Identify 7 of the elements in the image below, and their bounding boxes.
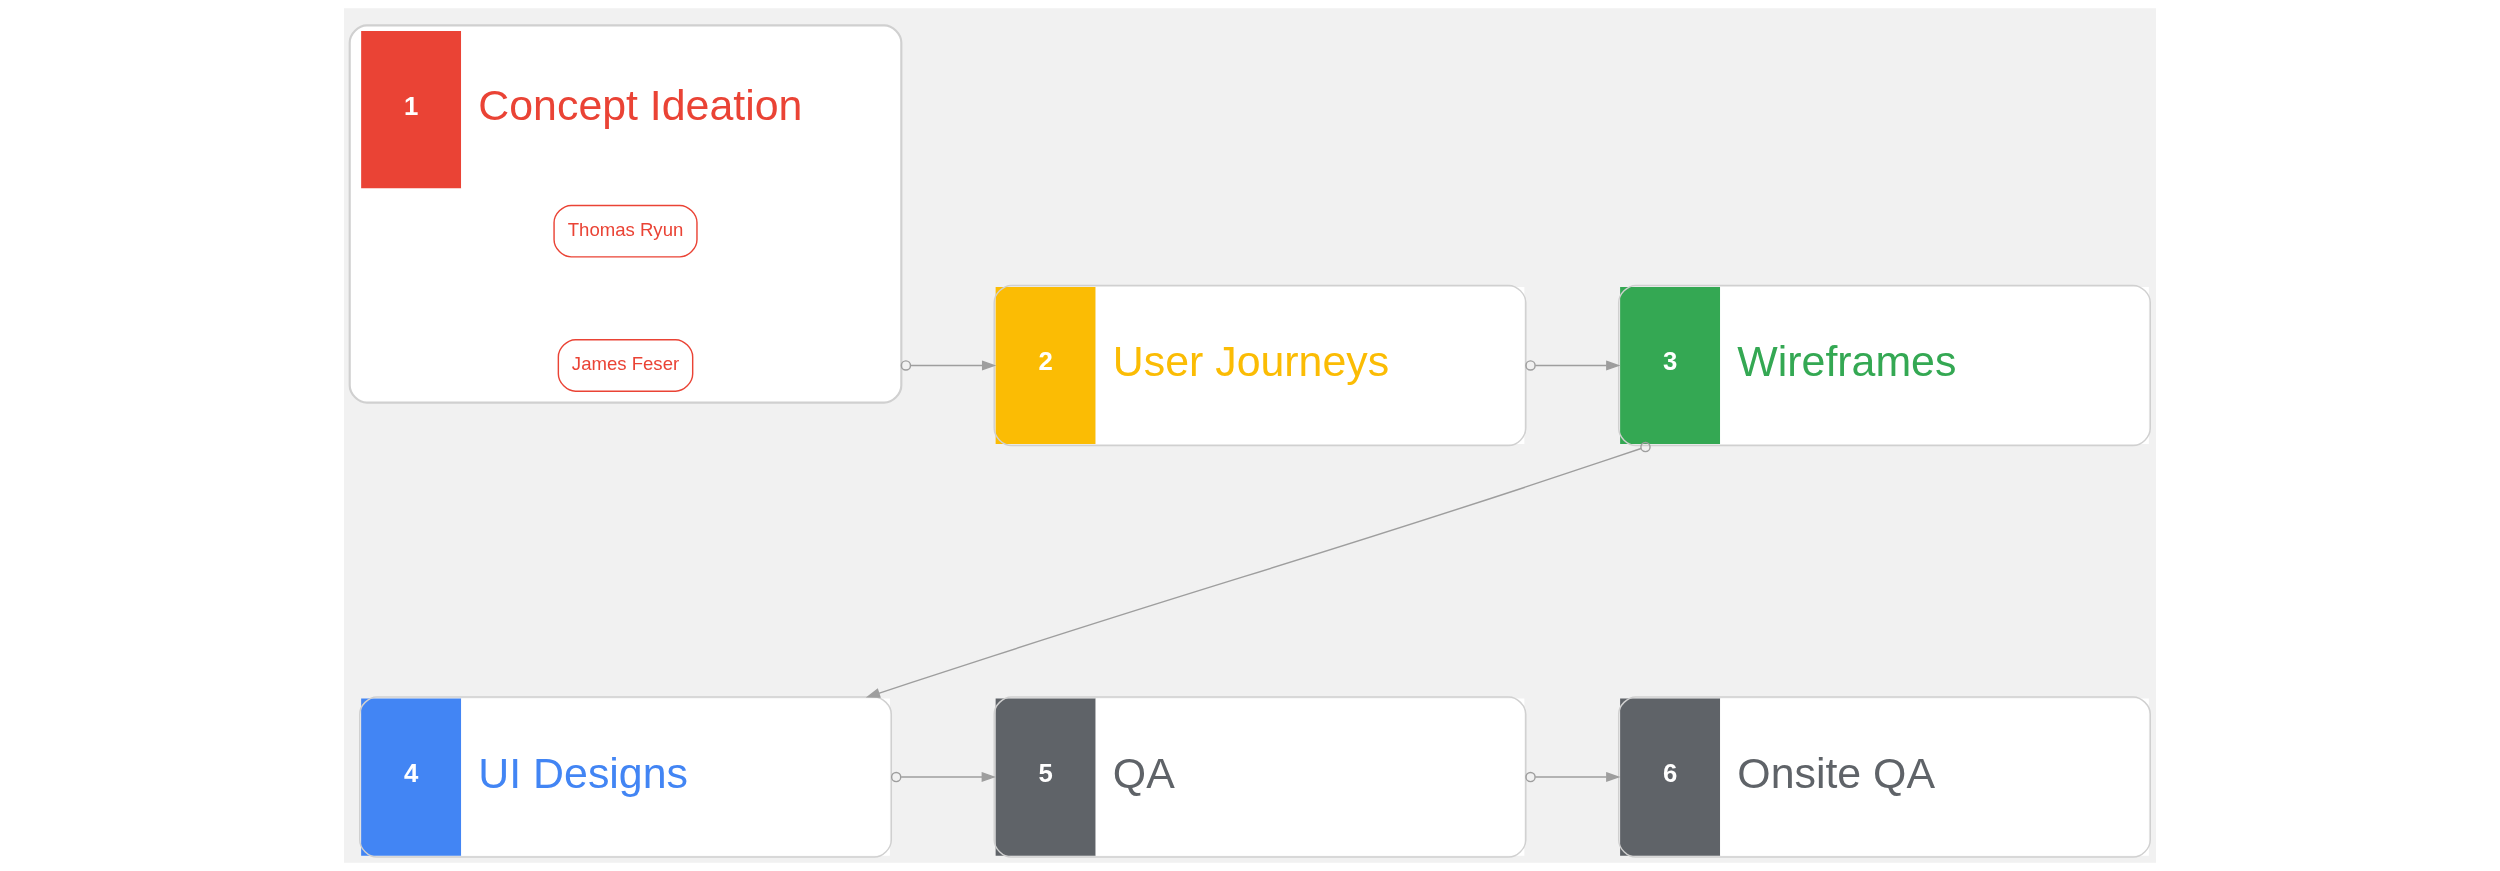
arrow (1525, 771, 1621, 783)
arrow (900, 360, 997, 371)
node-box: James Feser (557, 339, 694, 392)
arrow (865, 441, 1651, 698)
node-box: Thomas Ryun (553, 204, 698, 258)
arrow (1525, 360, 1621, 371)
arrow (890, 771, 996, 783)
